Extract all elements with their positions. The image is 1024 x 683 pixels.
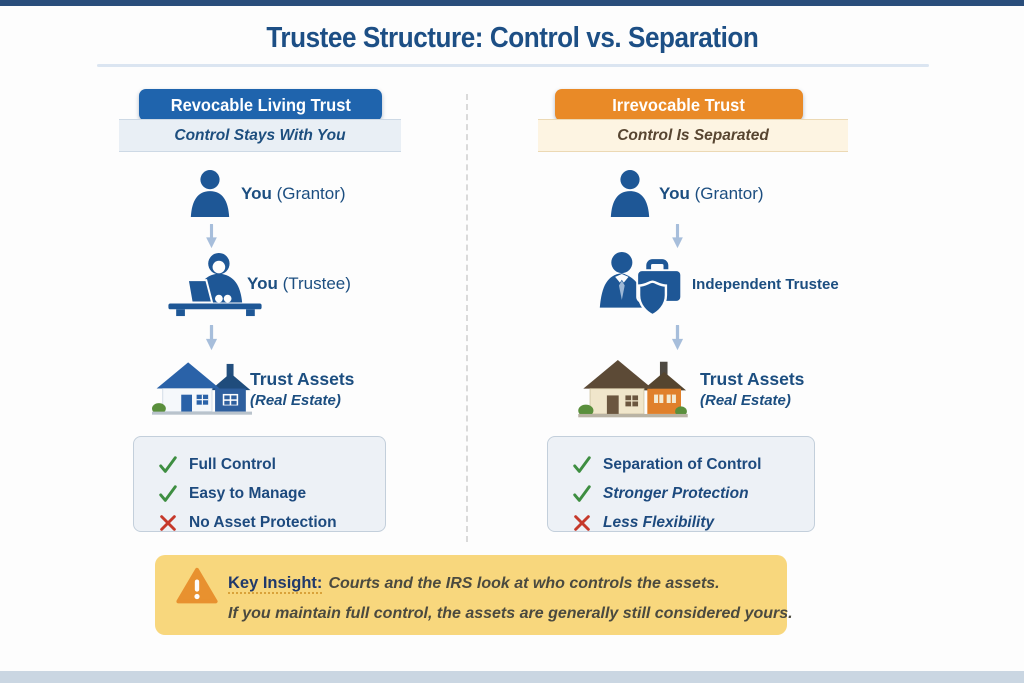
step-label-trust-assets: Trust Assets (Real Estate) [700, 369, 805, 409]
check-icon [158, 455, 178, 475]
insight-label: Key Insight: [228, 574, 323, 592]
step-label-grantor: You (Grantor) [241, 184, 346, 203]
key-insight-box: Key Insight:Courts and the IRS look at w… [155, 555, 793, 635]
irrevocable-trust-header: Irrevocable Trust [555, 89, 803, 121]
bottom-accent-strip [0, 671, 1024, 683]
checklist-item: Easy to Manage [158, 479, 385, 508]
check-icon [572, 484, 592, 504]
checklist-item: Stronger Protection [572, 479, 814, 508]
person-icon [607, 169, 653, 219]
down-arrow-icon [204, 224, 219, 249]
cross-icon [572, 513, 592, 533]
step-label-grantor: You (Grantor) [659, 184, 764, 203]
checklist-item: Less Flexibility [572, 508, 814, 537]
title-underline [97, 64, 929, 67]
insight-text: Key Insight:Courts and the IRS look at w… [228, 568, 793, 629]
step-label-trustee: You (Trustee) [247, 274, 351, 293]
house-tan-icon [578, 355, 688, 419]
column-divider [466, 94, 468, 542]
irrevocable-subtitle: Control Is Separated [538, 119, 848, 152]
house-blue-icon [152, 357, 252, 417]
step-label-independent-trustee: Independent Trustee [692, 276, 839, 293]
person-laptop-icon [166, 252, 264, 318]
checklist-item: No Asset Protection [158, 508, 385, 537]
person-icon [187, 169, 233, 219]
check-icon [572, 455, 592, 475]
checklist-item: Full Control [158, 450, 385, 479]
checklist-item: Separation of Control [572, 450, 814, 479]
down-arrow-icon [204, 325, 219, 351]
irrevocable-checklist: Separation of Control Stronger Protectio… [547, 436, 815, 532]
cross-icon [158, 513, 178, 533]
trustee-briefcase-shield-icon [595, 250, 687, 322]
check-icon [158, 484, 178, 504]
revocable-subtitle: Control Stays With You [119, 119, 401, 152]
insight-line-2: If you maintain full control, the assets… [228, 605, 793, 622]
down-arrow-icon [670, 224, 685, 249]
revocable-checklist: Full Control Easy to Manage No Asset Pro… [133, 436, 386, 532]
warning-triangle-icon [176, 567, 218, 605]
top-accent-bar [0, 0, 1024, 6]
revocable-trust-header: Revocable Living Trust [139, 89, 382, 121]
down-arrow-icon [670, 325, 685, 351]
insight-line-1: Key Insight:Courts and the IRS look at w… [228, 574, 720, 592]
step-label-trust-assets: Trust Assets (Real Estate) [250, 369, 355, 409]
page-title: Trustee Structure: Control vs. Separatio… [265, 22, 759, 54]
